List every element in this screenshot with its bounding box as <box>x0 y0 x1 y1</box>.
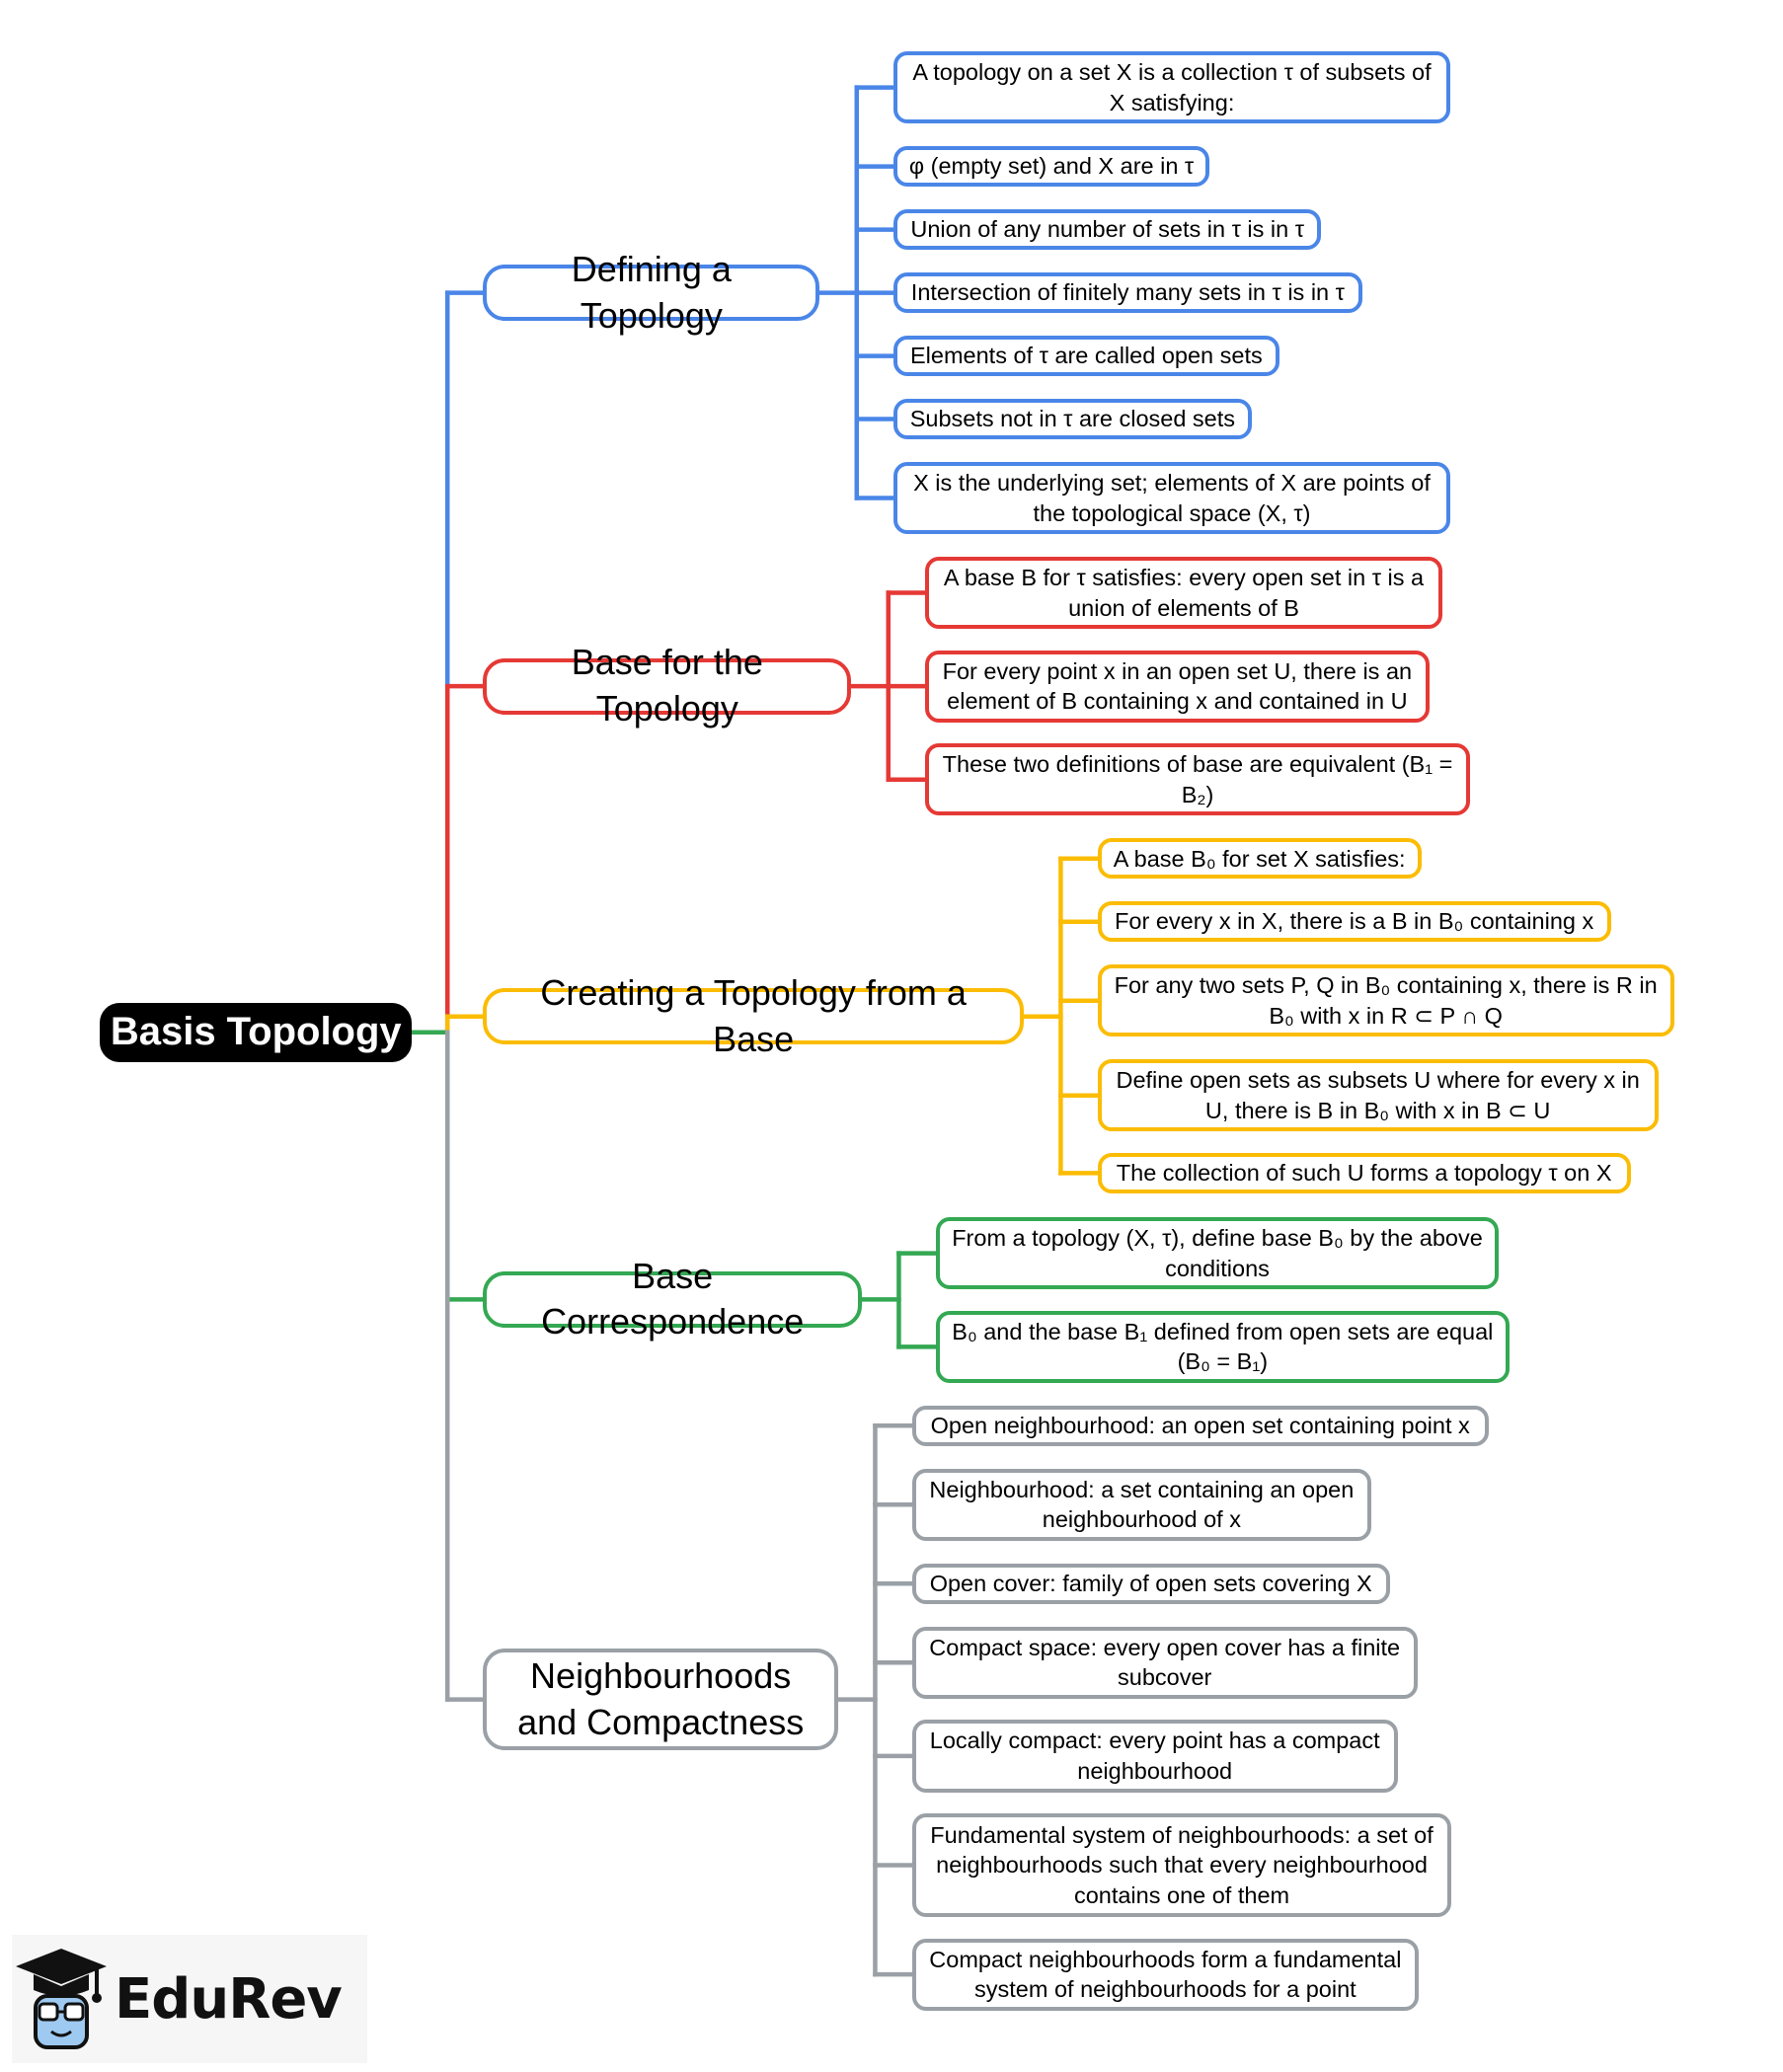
leaf-node: Open neighbourhood: an open set containi… <box>911 1405 1489 1446</box>
leaf-node: φ (empty set) and X are in τ <box>893 145 1209 188</box>
leaf-node: Intersection of finitely many sets in τ … <box>893 271 1362 314</box>
root-node: Basis Topology <box>100 1002 413 1062</box>
branch-defining-a-topology: Defining a Topology <box>483 249 820 336</box>
leaf-node: Neighbourhood: a set containing an open … <box>911 1468 1371 1541</box>
leaf-node: Compact space: every open cover has a fi… <box>911 1626 1418 1699</box>
leaf-node: Elements of τ are called open sets <box>893 335 1279 377</box>
leaf-node: For every point x in an open set U, ther… <box>925 650 1430 723</box>
leaf-node: Union of any number of sets in τ is in τ <box>893 208 1322 251</box>
branch-creating-a-topology-from-a-base: Creating a Topology from a Base <box>483 972 1025 1059</box>
branch-neighbourhoods-and-compactness: Neighbourhoods and Compactness <box>483 1649 839 1750</box>
leaf-node: Open cover: family of open sets covering… <box>911 1563 1390 1604</box>
leaf-node: Subsets not in τ are closed sets <box>893 398 1252 440</box>
graduation-cap-icon <box>16 1949 107 2049</box>
leaf-node: For any two sets P, Q in B₀ containing x… <box>1097 964 1674 1037</box>
leaf-node: A base B₀ for set X satisfies: <box>1097 838 1422 880</box>
leaf-node: From a topology (X, τ), define base B₀ b… <box>935 1217 1500 1290</box>
leaf-node: Locally compact: every point has a compa… <box>911 1720 1398 1793</box>
leaf-node: For every x in X, there is a B in B₀ con… <box>1097 901 1611 943</box>
leaf-node: A base B for τ satisfies: every open set… <box>925 556 1442 630</box>
leaf-node: A topology on a set X is a collection τ … <box>893 50 1450 124</box>
logo-wordmark: EduRev <box>115 1966 343 2032</box>
edurev-logo: EduRev <box>12 1935 367 2063</box>
leaf-node: Compact neighbourhoods form a fundamenta… <box>911 1938 1419 2011</box>
leaf-node: Fundamental system of neighbourhoods: a … <box>911 1812 1452 1918</box>
leaf-node: The collection of such U forms a topolog… <box>1097 1152 1631 1194</box>
leaf-node: X is the underlying set; elements of X a… <box>893 461 1450 535</box>
leaf-node: Define open sets as subsets U where for … <box>1097 1059 1659 1132</box>
leaf-node: B₀ and the base B₁ defined from open set… <box>935 1310 1510 1383</box>
branch-base-correspondence: Base Correspondence <box>483 1256 863 1342</box>
branch-base-for-the-topology: Base for the Topology <box>483 642 852 729</box>
leaf-node: These two definitions of base are equiva… <box>925 743 1470 816</box>
